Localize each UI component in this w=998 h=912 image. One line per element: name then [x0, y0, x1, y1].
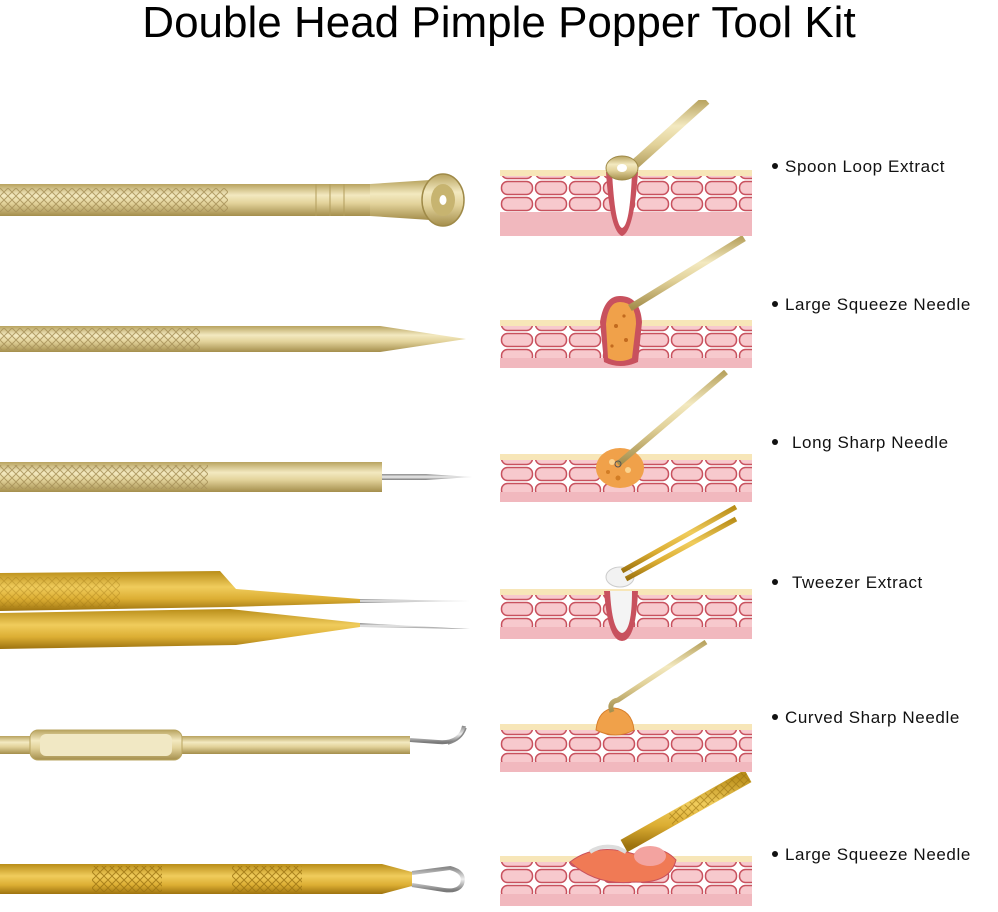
tool-row-large-squeeze-needle: Large Squeeze Needle: [0, 236, 998, 376]
tweezer-icon: [0, 571, 470, 649]
bullet-icon: [772, 162, 778, 169]
tool-label-text: Spoon Loop Extract: [785, 157, 946, 176]
tool-row-spoon-loop: Spoon Loop Extract: [0, 100, 998, 240]
tool-label-text: Curved Sharp Needle: [785, 708, 960, 727]
tool-label-text: Tweezer Extract: [792, 573, 923, 592]
curved-needle-diagram: [500, 640, 752, 772]
sharp-needle-icon: [0, 462, 472, 492]
tool-row-tweezer: Tweezer Extract: [0, 505, 998, 649]
page-title: Double Head Pimple Popper Tool Kit: [142, 0, 856, 47]
tool-label-text: Large Squeeze Needle: [785, 295, 971, 314]
spoon-loop-diagram: [500, 100, 752, 236]
wire-loop-icon: [0, 864, 465, 894]
squeeze-needle-diagram: [500, 236, 752, 368]
tool-label: Long Sharp Needle: [772, 433, 949, 453]
tool-label-text: Large Squeeze Needle: [785, 845, 971, 864]
tool-label: Tweezer Extract: [772, 573, 923, 593]
bullet-icon: [772, 850, 778, 857]
tool-row-curved-sharp-needle: Curved Sharp Needle: [0, 640, 998, 780]
squeeze-needle-icon: [0, 326, 466, 352]
wire-loop-diagram: [500, 772, 752, 906]
bullet-icon: [772, 438, 778, 445]
tool-label: Large Squeeze Needle: [772, 295, 971, 315]
bullet-icon: [772, 300, 778, 307]
tool-row-long-sharp-needle: Long Sharp Needle: [0, 370, 998, 510]
curved-needle-icon: [0, 725, 467, 761]
spoon-loop-icon: [0, 173, 465, 227]
tool-row-wire-loop: Large Squeeze Needle: [0, 772, 998, 912]
sharp-needle-diagram: [500, 370, 752, 502]
tool-label: Large Squeeze Needle: [772, 845, 971, 865]
tool-label: Spoon Loop Extract: [772, 157, 945, 177]
tweezer-diagram: [500, 505, 752, 641]
bullet-icon: [772, 578, 778, 585]
tool-label-text: Long Sharp Needle: [792, 433, 949, 452]
tool-label: Curved Sharp Needle: [772, 708, 960, 728]
bullet-icon: [772, 713, 778, 720]
